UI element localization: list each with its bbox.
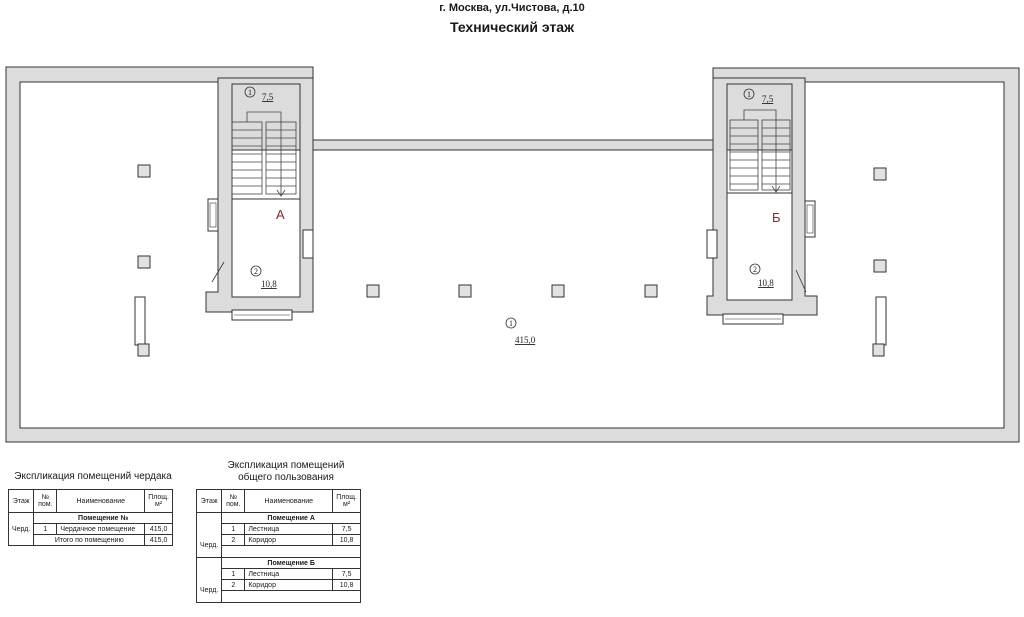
attic-total-row: Итого по помещению 415,0: [9, 534, 173, 546]
stair-a-wall: [205, 77, 314, 313]
vent-right: [872, 296, 887, 357]
table-row: 2 Коридор 10,8: [197, 534, 361, 546]
spacer-row: [197, 545, 361, 558]
row-num: 1: [221, 568, 246, 580]
table-row: 2 Коридор 10,8: [197, 579, 361, 591]
window-b-right: [804, 200, 816, 238]
window-a-left: [207, 198, 219, 232]
stair-a-room1-num: 1: [248, 88, 252, 97]
main-room-area: 415,0: [515, 335, 536, 345]
common-header-row: Этаж № пом. Наименование Площ. м²: [195, 489, 361, 513]
stair-b-room1-marker: [743, 88, 755, 100]
col-area-header: Площ. м²: [144, 489, 173, 513]
row-name: Коридор: [244, 579, 334, 591]
col-name-header: Наименование: [244, 489, 334, 513]
common-caption-line1: Экспликация помещений: [227, 460, 345, 471]
attic-row-name: Чердачное помещение: [56, 523, 146, 535]
attic-group-row: Черд. Помещение №: [7, 512, 173, 546]
common-group-b-title: Помещение Б: [221, 557, 361, 569]
attic-table: Этаж № пом. Наименование Площ. м² Черд. …: [7, 489, 173, 546]
columns: [137, 164, 887, 298]
table-row: 1 Лестница 7,5: [197, 568, 361, 580]
stair-a-label: А: [276, 207, 285, 222]
common-table: Этаж № пом. Наименование Площ. м² Черд. …: [195, 489, 361, 603]
col-floor-header: Этаж: [195, 489, 223, 513]
table-row: 1 Чердачное помещение 415,0: [9, 523, 173, 535]
address-text: г. Москва, ул.Чистова, д.10: [439, 2, 585, 14]
stair-b-label: Б: [772, 210, 781, 225]
col-num-header: № пом.: [33, 489, 58, 513]
row-num: 1: [221, 523, 246, 535]
row-name: Коридор: [244, 534, 334, 546]
attic-group-title: Помещение №: [33, 512, 173, 524]
row-num: 2: [221, 579, 246, 591]
spacer-row: [197, 590, 361, 603]
row-area: 10,8: [332, 579, 361, 591]
row-name: Лестница: [244, 568, 334, 580]
row-name: Лестница: [244, 523, 334, 535]
stair-b-wall: [706, 77, 818, 316]
stair-a-room1-area: 7,5: [262, 92, 274, 102]
stair-block-b: [706, 77, 818, 325]
window-b-left: [706, 229, 718, 259]
stair-a-room2-area: 10,8: [261, 279, 277, 289]
col-floor-header: Этаж: [7, 489, 35, 513]
attic-table-caption: Экспликация помещений чердака: [14, 471, 172, 482]
common-group-a-title: Помещение А: [221, 512, 361, 524]
stair-b-room2-marker: [749, 263, 761, 275]
col-name-header: Наименование: [56, 489, 146, 513]
page-title: Технический этаж: [449, 19, 575, 35]
row-area: 7,5: [332, 568, 361, 580]
stair-block-a: [205, 77, 314, 321]
window-a-right: [302, 229, 314, 259]
attic-total-label: Итого по помещению: [33, 534, 146, 546]
main-room-num: 1: [509, 319, 513, 328]
floor-plan: 1 7,5 2 10,8 1 7,5 2 10,8 1 415,0 А Б: [5, 66, 1020, 443]
stair-a-room2-marker: [250, 265, 262, 277]
stair-a-treads: [231, 111, 297, 197]
attic-row-area: 415,0: [144, 523, 173, 535]
main-room-marker: [505, 317, 517, 329]
attic-row-num: 1: [33, 523, 58, 535]
col-num-header: № пом.: [221, 489, 246, 513]
stair-a-room2-num: 2: [254, 267, 258, 276]
attic-header-row: Этаж № пом. Наименование Площ. м²: [7, 489, 173, 513]
vent-left: [134, 296, 150, 357]
stair-b-room2-area: 10,8: [758, 278, 774, 288]
attic-total-area: 415,0: [144, 534, 173, 546]
row-num: 2: [221, 534, 246, 546]
attic-floor-cell: Черд.: [7, 512, 35, 546]
stair-b-room1-num: 1: [747, 90, 751, 99]
row-area: 7,5: [332, 523, 361, 535]
row-area: 10,8: [332, 534, 361, 546]
stair-a-room1-marker: [244, 86, 256, 98]
col-area-header: Площ. м²: [332, 489, 361, 513]
stair-b-room2-num: 2: [753, 265, 757, 274]
outer-wall: [5, 66, 1020, 443]
common-table-caption: Экспликация помещений общего пользования: [196, 460, 376, 484]
common-floor-a: Черд.: [195, 512, 223, 558]
table-row: 1 Лестница 7,5: [197, 523, 361, 535]
common-group-a-row: Черд. Помещение А: [195, 512, 361, 558]
stair-b-room1-area: 7,5: [762, 94, 774, 104]
common-group-b-row: Черд. Помещение Б: [195, 557, 361, 603]
common-floor-b: Черд.: [195, 557, 223, 603]
stair-b-treads: [729, 109, 791, 193]
common-caption-line2: общего пользования: [238, 472, 334, 483]
